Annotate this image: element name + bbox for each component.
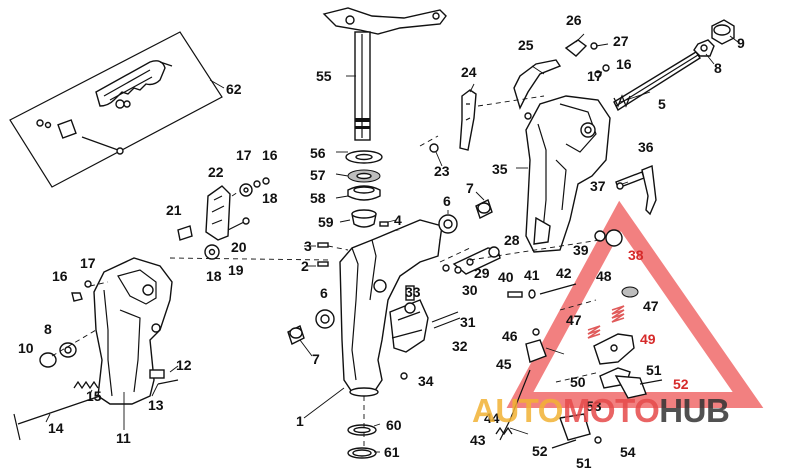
parts-38-54-trim-hardware bbox=[469, 229, 663, 449]
callout-52-left: 52 bbox=[532, 443, 548, 459]
callout-42: 42 bbox=[556, 265, 572, 281]
callout-32: 32 bbox=[452, 338, 468, 354]
callout-28: 28 bbox=[504, 232, 520, 248]
parts-60-61-rings bbox=[347, 396, 377, 459]
callout-29: 29 bbox=[474, 265, 490, 281]
callout-7-upper: 7 bbox=[466, 180, 474, 196]
leader-lines bbox=[45, 33, 739, 453]
parts-5-8-9-tilt-tube bbox=[613, 19, 735, 112]
callout-51-upper: 51 bbox=[646, 362, 662, 378]
callout-61: 61 bbox=[384, 444, 400, 460]
parts-18-22-cluster bbox=[169, 177, 331, 261]
callout-25: 25 bbox=[518, 37, 534, 53]
parts-28-34-bracket-hardware bbox=[400, 246, 501, 380]
callout-33: 33 bbox=[405, 284, 421, 300]
callout-54: 54 bbox=[620, 444, 636, 460]
callout-38: 38 bbox=[628, 247, 644, 263]
callout-26: 26 bbox=[566, 12, 582, 28]
watermark-text: AUTOMOTOHUB bbox=[472, 392, 730, 430]
callout-58: 58 bbox=[310, 190, 326, 206]
part-1-swivel-bracket bbox=[339, 219, 443, 397]
left-hardware-parts bbox=[13, 280, 179, 441]
callout-18-lower: 18 bbox=[206, 268, 222, 284]
callout-9: 9 bbox=[737, 35, 745, 51]
callout-45: 45 bbox=[496, 356, 512, 372]
callout-39: 39 bbox=[573, 242, 589, 258]
callout-48: 48 bbox=[596, 268, 612, 284]
callout-14: 14 bbox=[48, 420, 64, 436]
callout-24: 24 bbox=[461, 64, 477, 80]
callout-62: 62 bbox=[226, 81, 242, 97]
callout-34: 34 bbox=[418, 373, 434, 389]
watermark-moto: MOTO bbox=[562, 392, 660, 429]
callout-37: 37 bbox=[590, 178, 606, 194]
callout-49: 49 bbox=[640, 331, 656, 347]
callout-8-right: 8 bbox=[714, 60, 722, 76]
callout-30: 30 bbox=[462, 282, 478, 298]
parts-6-7-washers bbox=[287, 199, 493, 345]
callout-12: 12 bbox=[176, 357, 192, 373]
callout-47-right: 47 bbox=[643, 298, 659, 314]
callout-60: 60 bbox=[386, 417, 402, 433]
callout-47-left: 47 bbox=[566, 312, 582, 328]
callout-6-upper: 6 bbox=[443, 193, 451, 209]
callout-17-top: 17 bbox=[236, 147, 252, 163]
callout-41: 41 bbox=[524, 267, 540, 283]
callout-15: 15 bbox=[86, 388, 102, 404]
callout-8-left: 8 bbox=[44, 321, 52, 337]
watermark-hub: HUB bbox=[659, 392, 730, 429]
callout-36: 36 bbox=[638, 139, 654, 155]
callout-56: 56 bbox=[310, 145, 326, 161]
callout-4: 4 bbox=[394, 212, 402, 228]
callout-52-right: 52 bbox=[673, 376, 689, 392]
callout-16-left: 16 bbox=[52, 268, 68, 284]
callout-44: 44 bbox=[484, 410, 500, 426]
callout-7-lower: 7 bbox=[312, 351, 320, 367]
part-55-steering-shaft bbox=[322, 7, 447, 141]
inset-box-62 bbox=[9, 31, 223, 188]
callout-19: 19 bbox=[228, 262, 244, 278]
part-35-clamp-bracket-right bbox=[524, 95, 611, 253]
callout-11: 11 bbox=[116, 430, 131, 446]
parts-56-59-washers-bushing bbox=[345, 150, 383, 228]
callout-46: 46 bbox=[502, 328, 518, 344]
callout-53: 53 bbox=[586, 398, 602, 414]
watermark-auto: AUTO bbox=[472, 392, 563, 429]
part-11-clamp-bracket-left bbox=[93, 257, 173, 405]
callout-16-right: 16 bbox=[616, 56, 632, 72]
parts-2-4-small bbox=[317, 221, 389, 267]
callout-43: 43 bbox=[470, 432, 486, 448]
callout-2: 2 bbox=[301, 258, 309, 274]
callout-17-left: 17 bbox=[80, 255, 96, 271]
callout-18-upper: 18 bbox=[262, 190, 278, 206]
callout-5: 5 bbox=[658, 96, 666, 112]
callout-13: 13 bbox=[148, 397, 164, 413]
callout-21: 21 bbox=[166, 202, 182, 218]
callout-31: 31 bbox=[460, 314, 476, 330]
callout-40: 40 bbox=[498, 269, 514, 285]
callout-55: 55 bbox=[316, 68, 332, 84]
callout-51-lower: 51 bbox=[576, 455, 592, 471]
callout-16-top: 16 bbox=[262, 147, 278, 163]
callout-22: 22 bbox=[208, 164, 224, 180]
callout-50: 50 bbox=[570, 374, 586, 390]
callout-23: 23 bbox=[434, 163, 450, 179]
callout-10: 10 bbox=[18, 340, 34, 356]
callout-59: 59 bbox=[318, 214, 334, 230]
callout-1: 1 bbox=[296, 413, 304, 429]
callout-20: 20 bbox=[231, 239, 247, 255]
watermark-triangle bbox=[506, 200, 764, 408]
callout-17-right: 17 bbox=[587, 68, 603, 84]
callout-57: 57 bbox=[310, 167, 326, 183]
callout-27: 27 bbox=[613, 33, 629, 49]
callout-35: 35 bbox=[492, 161, 508, 177]
callout-6-lower: 6 bbox=[320, 285, 328, 301]
callout-3: 3 bbox=[304, 238, 312, 254]
